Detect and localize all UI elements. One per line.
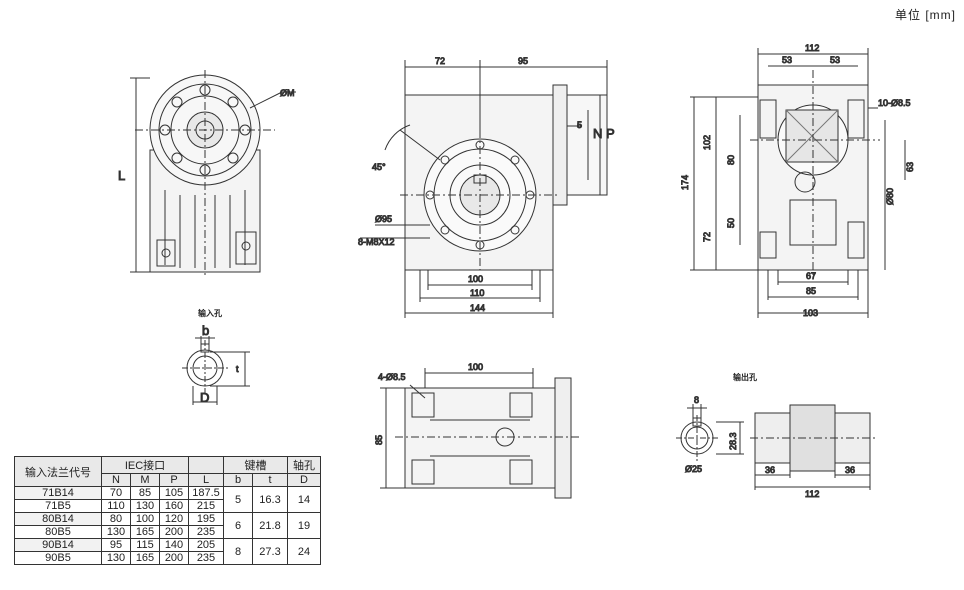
input-d: D <box>200 390 209 405</box>
sub-d: D <box>287 473 321 487</box>
col-code: 输入法兰代号 <box>14 456 102 487</box>
side-d103: 103 <box>803 308 818 318</box>
side-d80: 80 <box>726 155 736 165</box>
col-iec: IEC接口 <box>101 456 189 474</box>
output-d28: 28.3 <box>728 432 738 450</box>
side-d53b: 53 <box>830 55 840 65</box>
output-hole-view <box>676 404 875 490</box>
unit-label: 单位 [mm] <box>895 8 956 22</box>
input-hole-caption: 输入孔 <box>198 309 222 318</box>
output-d112: 112 <box>805 489 819 499</box>
bot-holes: 4-Ø8.5 <box>378 372 406 382</box>
col-key: 键槽 <box>223 456 288 474</box>
sub-m: M <box>130 473 160 487</box>
output-d8: 8 <box>694 395 699 405</box>
mid-holes: 8-M8X12 <box>358 237 395 247</box>
mid-d100: 100 <box>468 274 483 284</box>
bot-d100: 100 <box>468 362 483 372</box>
side-d102: 102 <box>702 135 712 150</box>
input-b: b <box>202 323 209 338</box>
table-row: 80B14 80 100 120 195 6 21.8 19 <box>14 512 321 539</box>
mid-d5: 5 <box>577 120 582 130</box>
output-d36a: 36 <box>765 465 775 475</box>
input-t: t <box>236 364 239 374</box>
output-hole-caption: 输出孔 <box>733 373 757 382</box>
table-row: 90B5 130 165 200 235 <box>14 551 321 565</box>
mid-n: N <box>593 126 602 141</box>
input-hole-view <box>182 336 250 405</box>
middle-bolt-holes <box>425 140 535 250</box>
side-d85: 85 <box>806 286 816 296</box>
front-bolt-holes <box>159 84 251 176</box>
mid-phi95: Ø95 <box>375 214 392 224</box>
front-dia-m: ØM <box>280 88 295 98</box>
mid-angle: 45° <box>372 162 386 172</box>
mid-d95: 95 <box>518 56 528 66</box>
bot-d85: 85 <box>374 435 384 445</box>
table-row: 71B5 110 130 160 215 <box>14 499 321 513</box>
col-shaft: 轴孔 <box>287 456 321 474</box>
table-row: 80B5 130 165 200 235 <box>14 525 321 539</box>
mid-d144: 144 <box>470 303 485 313</box>
side-d53a: 53 <box>782 55 792 65</box>
sub-t: t <box>252 473 288 487</box>
sub-p: P <box>159 473 189 487</box>
table-row: 71B14 70 85 105 187.5 5 16.3 14 <box>14 486 321 513</box>
sub-l: L <box>188 473 224 487</box>
middle-view <box>360 60 608 318</box>
mid-p: P <box>606 126 615 141</box>
side-d67: 67 <box>806 271 816 281</box>
front-l-label: L <box>118 168 125 183</box>
front-view <box>130 70 296 275</box>
spec-table: 输入法兰代号 IEC接口 键槽 轴孔 N M P L b t D 71B14 7… <box>14 456 321 565</box>
side-d63: 63 <box>905 162 915 172</box>
sub-b: b <box>223 473 253 487</box>
mid-d110: 110 <box>470 288 484 298</box>
side-view <box>690 48 906 318</box>
side-holes: 10-Ø8.5 <box>878 98 911 108</box>
side-d72: 72 <box>702 232 712 242</box>
side-d50: 50 <box>726 218 736 228</box>
side-d112: 112 <box>805 43 819 53</box>
output-d36b: 36 <box>845 465 855 475</box>
side-d174: 174 <box>680 175 690 190</box>
output-phi25: Ø25 <box>685 464 702 474</box>
side-phi80: Ø80 <box>885 188 895 205</box>
bottom-view <box>380 368 580 499</box>
sub-n: N <box>101 473 131 487</box>
col-l-blank <box>188 456 224 474</box>
mid-d72: 72 <box>435 56 445 66</box>
table-row: 90B14 95 115 140 205 8 27.3 24 <box>14 538 321 565</box>
